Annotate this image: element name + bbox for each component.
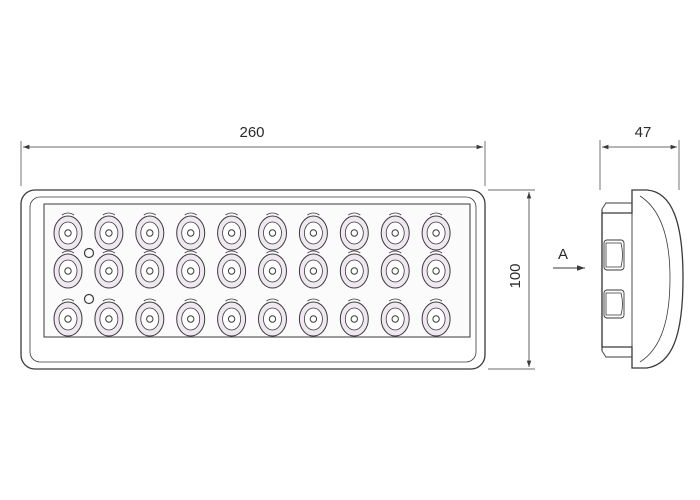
width-dimension: 260: [20, 124, 486, 186]
led-lens: [339, 298, 369, 337]
side-housing-outline: [601, 189, 684, 369]
housing-inner-outline: [29, 196, 477, 363]
indicator-light: [83, 293, 95, 305]
led-lens: [217, 212, 247, 251]
led-lens: [135, 298, 165, 337]
led-lens: [298, 212, 328, 251]
led-lens: [53, 212, 83, 251]
led-lens: [135, 250, 165, 289]
mounting-clip-bottom: [603, 289, 625, 319]
view-arrow-label: A: [558, 246, 568, 263]
mounting-clip-top: [603, 239, 625, 271]
side-inner-curve: [639, 195, 671, 363]
led-lens: [421, 250, 451, 289]
led-lens: [94, 212, 124, 251]
indicator-light: [83, 247, 95, 259]
led-lens: [176, 298, 206, 337]
width-label: 260: [239, 124, 264, 141]
led-lens: [380, 212, 410, 251]
led-lens: [421, 212, 451, 251]
led-lens: [298, 298, 328, 337]
led-lens: [421, 298, 451, 337]
height-label: 100: [507, 263, 524, 288]
led-lens: [176, 250, 206, 289]
front-view: [20, 189, 486, 370]
depth-label: 47: [635, 124, 652, 141]
led-lens: [176, 212, 206, 251]
led-lens: [258, 250, 287, 289]
side-view: 47: [599, 124, 684, 369]
led-lens: [339, 250, 369, 289]
view-arrow-a: A: [553, 246, 585, 271]
led-lens: [380, 298, 410, 337]
led-lens: [217, 250, 247, 289]
led-lens: [258, 298, 287, 337]
led-lens: [94, 298, 124, 337]
led-lens: [53, 250, 83, 289]
led-grid: [53, 212, 451, 337]
housing-outline: [20, 189, 486, 370]
led-lens: [94, 250, 124, 289]
led-lens: [380, 250, 410, 289]
led-lens: [258, 212, 287, 251]
led-lens: [217, 298, 247, 337]
led-lens: [53, 298, 83, 337]
led-lens: [298, 250, 328, 289]
led-lens: [135, 212, 165, 251]
height-dimension: 100: [488, 189, 535, 370]
led-lens: [339, 212, 369, 251]
indicator-lights: [83, 247, 95, 305]
